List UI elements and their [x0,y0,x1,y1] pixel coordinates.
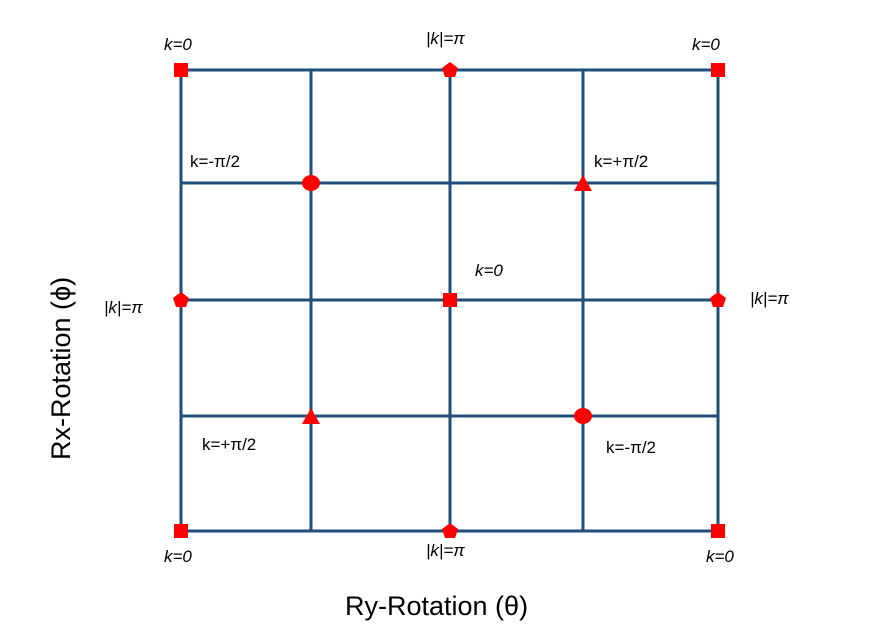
label-lower-right: k=-π/2 [606,438,656,457]
label-edge-bottom: |k|=π [426,541,465,560]
label-lower-left: k=+π/2 [202,435,256,454]
square-marker-bottom-left [174,524,188,538]
label-upper-left: k=-π/2 [190,152,240,171]
pentagon-marker-bottom [442,523,458,538]
triangle-marker-lower-left [302,408,320,424]
label-edge-right: |k|=π [750,289,789,308]
square-marker-top-left [174,63,188,77]
circle-marker-upper-left [302,175,320,191]
pentagon-marker-left [173,292,189,307]
label-edge-top: |k|=π [426,29,465,48]
square-marker-center [443,293,457,307]
label-corner-bottom-right: k=0 [706,547,734,566]
pentagon-marker-right [710,292,726,307]
pentagon-marker-top [442,62,458,77]
circle-marker-lower-right [574,408,592,424]
label-corner-bottom-left: k=0 [164,547,192,566]
label-upper-right: k=+π/2 [594,152,648,171]
square-marker-top-right [711,63,725,77]
markers [173,62,726,538]
label-center: k=0 [475,261,503,280]
y-axis-title: Rx-Rotation (ϕ) [46,277,76,460]
triangle-marker-upper-right [574,175,592,191]
label-corner-top-left: k=0 [164,35,192,54]
label-edge-left: |k|=π [104,298,143,317]
x-axis-title: Ry-Rotation (θ) [345,591,528,621]
label-corner-top-right: k=0 [692,35,720,54]
square-marker-bottom-right [711,524,725,538]
